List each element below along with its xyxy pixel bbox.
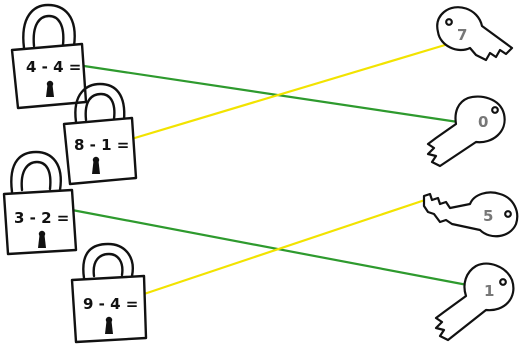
keyhole-icon — [46, 80, 54, 97]
key-number: 0 — [478, 113, 488, 131]
match-line-0 — [83, 64, 459, 124]
padlock-body — [70, 274, 148, 344]
key-number: 1 — [484, 282, 494, 300]
padlock-2[interactable]: 8 - 1 = — [62, 82, 138, 186]
key-3[interactable]: 5 — [422, 191, 519, 238]
lock-equation: 9 - 4 = — [83, 295, 138, 313]
key-ring-hole — [445, 18, 453, 26]
lock-equation: 3 - 2 = — [14, 209, 69, 227]
padlock-shackle — [22, 3, 76, 50]
key-4[interactable]: 1 — [434, 262, 515, 342]
key-1[interactable]: 7 — [436, 6, 514, 62]
match-line-2 — [71, 208, 479, 289]
keyhole-icon — [92, 156, 100, 174]
match-line-1 — [127, 43, 446, 142]
lock-equation: 4 - 4 = — [26, 58, 81, 76]
key-ring-hole — [491, 106, 499, 114]
padlock-body — [62, 116, 138, 186]
key-ring-hole — [504, 210, 512, 218]
keyhole-icon — [38, 230, 46, 248]
padlock-body — [2, 188, 78, 256]
padlock-1[interactable]: 4 - 4 = — [10, 3, 88, 110]
key-ring-hole — [499, 278, 507, 286]
padlock-body — [10, 42, 88, 110]
key-number: 7 — [457, 26, 467, 44]
match-line-3 — [143, 198, 426, 296]
key-shape — [434, 262, 515, 342]
keyhole-icon — [105, 316, 113, 334]
lock-equation: 8 - 1 = — [74, 136, 129, 154]
key-2[interactable]: 0 — [426, 95, 506, 168]
padlock-3[interactable]: 3 - 2 = — [2, 150, 78, 256]
key-number: 5 — [483, 207, 493, 225]
padlock-4[interactable]: 9 - 4 = — [70, 242, 148, 344]
key-shape — [422, 191, 519, 238]
key-shape — [426, 95, 506, 168]
key-shape — [436, 6, 514, 62]
